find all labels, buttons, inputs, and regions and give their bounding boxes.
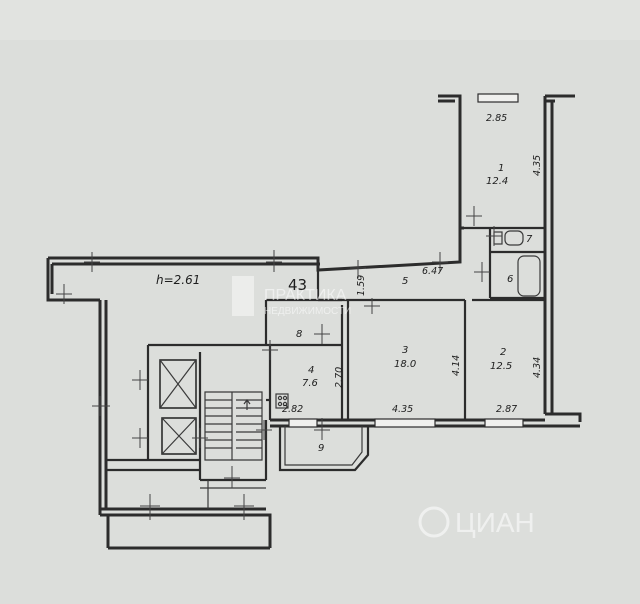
dim-room3-depth: 4.14: [451, 355, 462, 376]
room6-label: 6: [507, 274, 513, 285]
ceiling-height-label: h=2.61: [156, 273, 200, 287]
interior-walls: [106, 226, 545, 509]
room9-label: 9: [318, 443, 324, 454]
room7-label: 7: [526, 234, 533, 245]
watermark-agency-line2: НЕДВИЖИМОСТИ: [264, 306, 351, 317]
windows: [288, 93, 524, 428]
dim-hall-length: 6.47: [422, 266, 443, 277]
watermark: ПРАКТИКА НЕДВИЖИМОСТИ ЦИАН: [232, 276, 535, 538]
cian-logo-icon: [418, 506, 450, 538]
dim-room1-width: 2.85: [486, 113, 507, 124]
room8-label: 8: [296, 329, 302, 340]
room3-area: 18.0: [394, 359, 416, 370]
dim-room2-width: 2.87: [496, 404, 517, 415]
room1-number: 1: [498, 163, 504, 174]
window-room4: [288, 418, 318, 428]
dim-hall-width: 1.59: [356, 275, 367, 296]
elevator-shaft-1: [159, 359, 197, 409]
dim-room2-depth: 4.34: [532, 357, 543, 378]
fixtures: [275, 230, 541, 409]
dim-room1-length: 4.35: [532, 155, 543, 176]
area-tag-43: 43: [288, 276, 307, 294]
dim-room3-width: 4.35: [392, 404, 413, 415]
window-room1: [477, 93, 519, 103]
staircase: [204, 391, 263, 461]
dim-room4-depth: 2.70: [334, 367, 345, 388]
elevator-shaft-2: [161, 417, 197, 455]
window-room3: [374, 418, 436, 428]
room2-number: 2: [500, 347, 506, 358]
room4-number: 4: [308, 365, 314, 376]
room4-area: 7.6: [302, 378, 318, 389]
room3-number: 3: [402, 345, 408, 356]
stove-icon: [275, 393, 289, 409]
dim-room4-width: 2.82: [282, 404, 303, 415]
watermark-site: ЦИАН: [455, 507, 535, 538]
room2-area: 12.5: [490, 361, 512, 372]
plan-labels: h=2.61 43 1 12.4 2 12.5 3 18.0 4 7.6 5 6…: [156, 113, 543, 454]
bathtub-icon: [517, 255, 541, 297]
elevator-shafts: [159, 359, 197, 455]
agency-logo-icon: [232, 276, 254, 316]
room5-label: 5: [402, 276, 408, 287]
paper-highlight: [0, 0, 640, 40]
watermark-agency-line1: ПРАКТИКА: [264, 287, 347, 304]
window-room2: [484, 418, 524, 428]
room1-area: 12.4: [486, 176, 508, 187]
grid-ticks: [56, 206, 502, 520]
sink-icon: [504, 230, 524, 246]
